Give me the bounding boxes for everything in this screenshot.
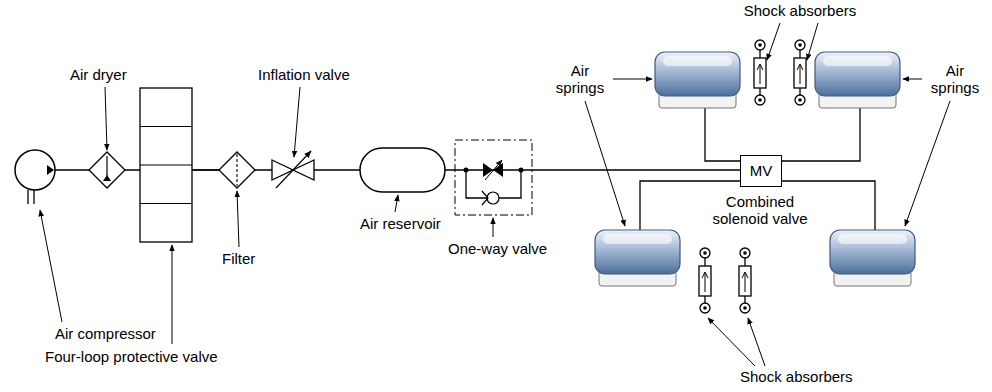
part-label: Air springs	[924, 62, 986, 97]
compressor-symbol	[15, 150, 55, 204]
leader-arrow	[708, 318, 755, 366]
shock-absorber	[754, 40, 766, 105]
part-label: Inflation valve	[258, 66, 350, 83]
reservoir-tank	[360, 148, 445, 192]
air-spring	[655, 52, 740, 108]
leader-arrow	[105, 87, 107, 150]
dryer-symbol	[89, 152, 125, 188]
part-label: Air springs	[549, 62, 611, 97]
node-text: MV	[750, 162, 773, 179]
spring-line	[705, 108, 740, 161]
leader-arrow	[905, 101, 950, 226]
spring-line	[782, 108, 860, 161]
part-label: Air dryer	[70, 66, 127, 83]
air-spring	[595, 230, 680, 286]
leader-arrows	[40, 23, 950, 366]
leader-arrow	[748, 318, 765, 366]
leader-arrow	[395, 195, 398, 212]
solenoid-valve-box: MV	[740, 155, 782, 187]
leader-arrow	[40, 210, 62, 322]
air-spring	[815, 52, 900, 108]
leader-arrow	[767, 23, 780, 60]
part-label: Shock absorbers	[740, 368, 853, 385]
part-label: Four-loop protective valve	[45, 348, 218, 365]
leader-arrow	[585, 101, 625, 226]
one-way-valve-symbol	[455, 140, 532, 215]
shock-absorber	[699, 248, 711, 313]
leader-arrow	[237, 191, 239, 247]
inflation-valve-symbol	[272, 151, 314, 188]
part-label: One-way valve	[448, 240, 547, 257]
leader-arrow	[493, 218, 494, 237]
leader-arrow	[172, 245, 173, 344]
shock-absorber	[794, 40, 806, 105]
part-label: Shock absorbers	[730, 2, 870, 19]
part-label: Air reservoir	[360, 215, 441, 232]
filter-symbol	[219, 152, 255, 188]
leader-arrow	[294, 87, 300, 157]
part-label: Air compressor	[55, 325, 156, 342]
part-label: Filter	[222, 250, 255, 267]
leader-arrow	[903, 79, 922, 80]
leader-arrow	[613, 79, 652, 80]
four-loop-valve-block	[140, 88, 219, 242]
leader-arrow	[807, 23, 818, 60]
air-spring	[830, 230, 915, 286]
shock-absorber	[739, 248, 751, 313]
part-label: Combined solenoid valve	[704, 193, 816, 228]
